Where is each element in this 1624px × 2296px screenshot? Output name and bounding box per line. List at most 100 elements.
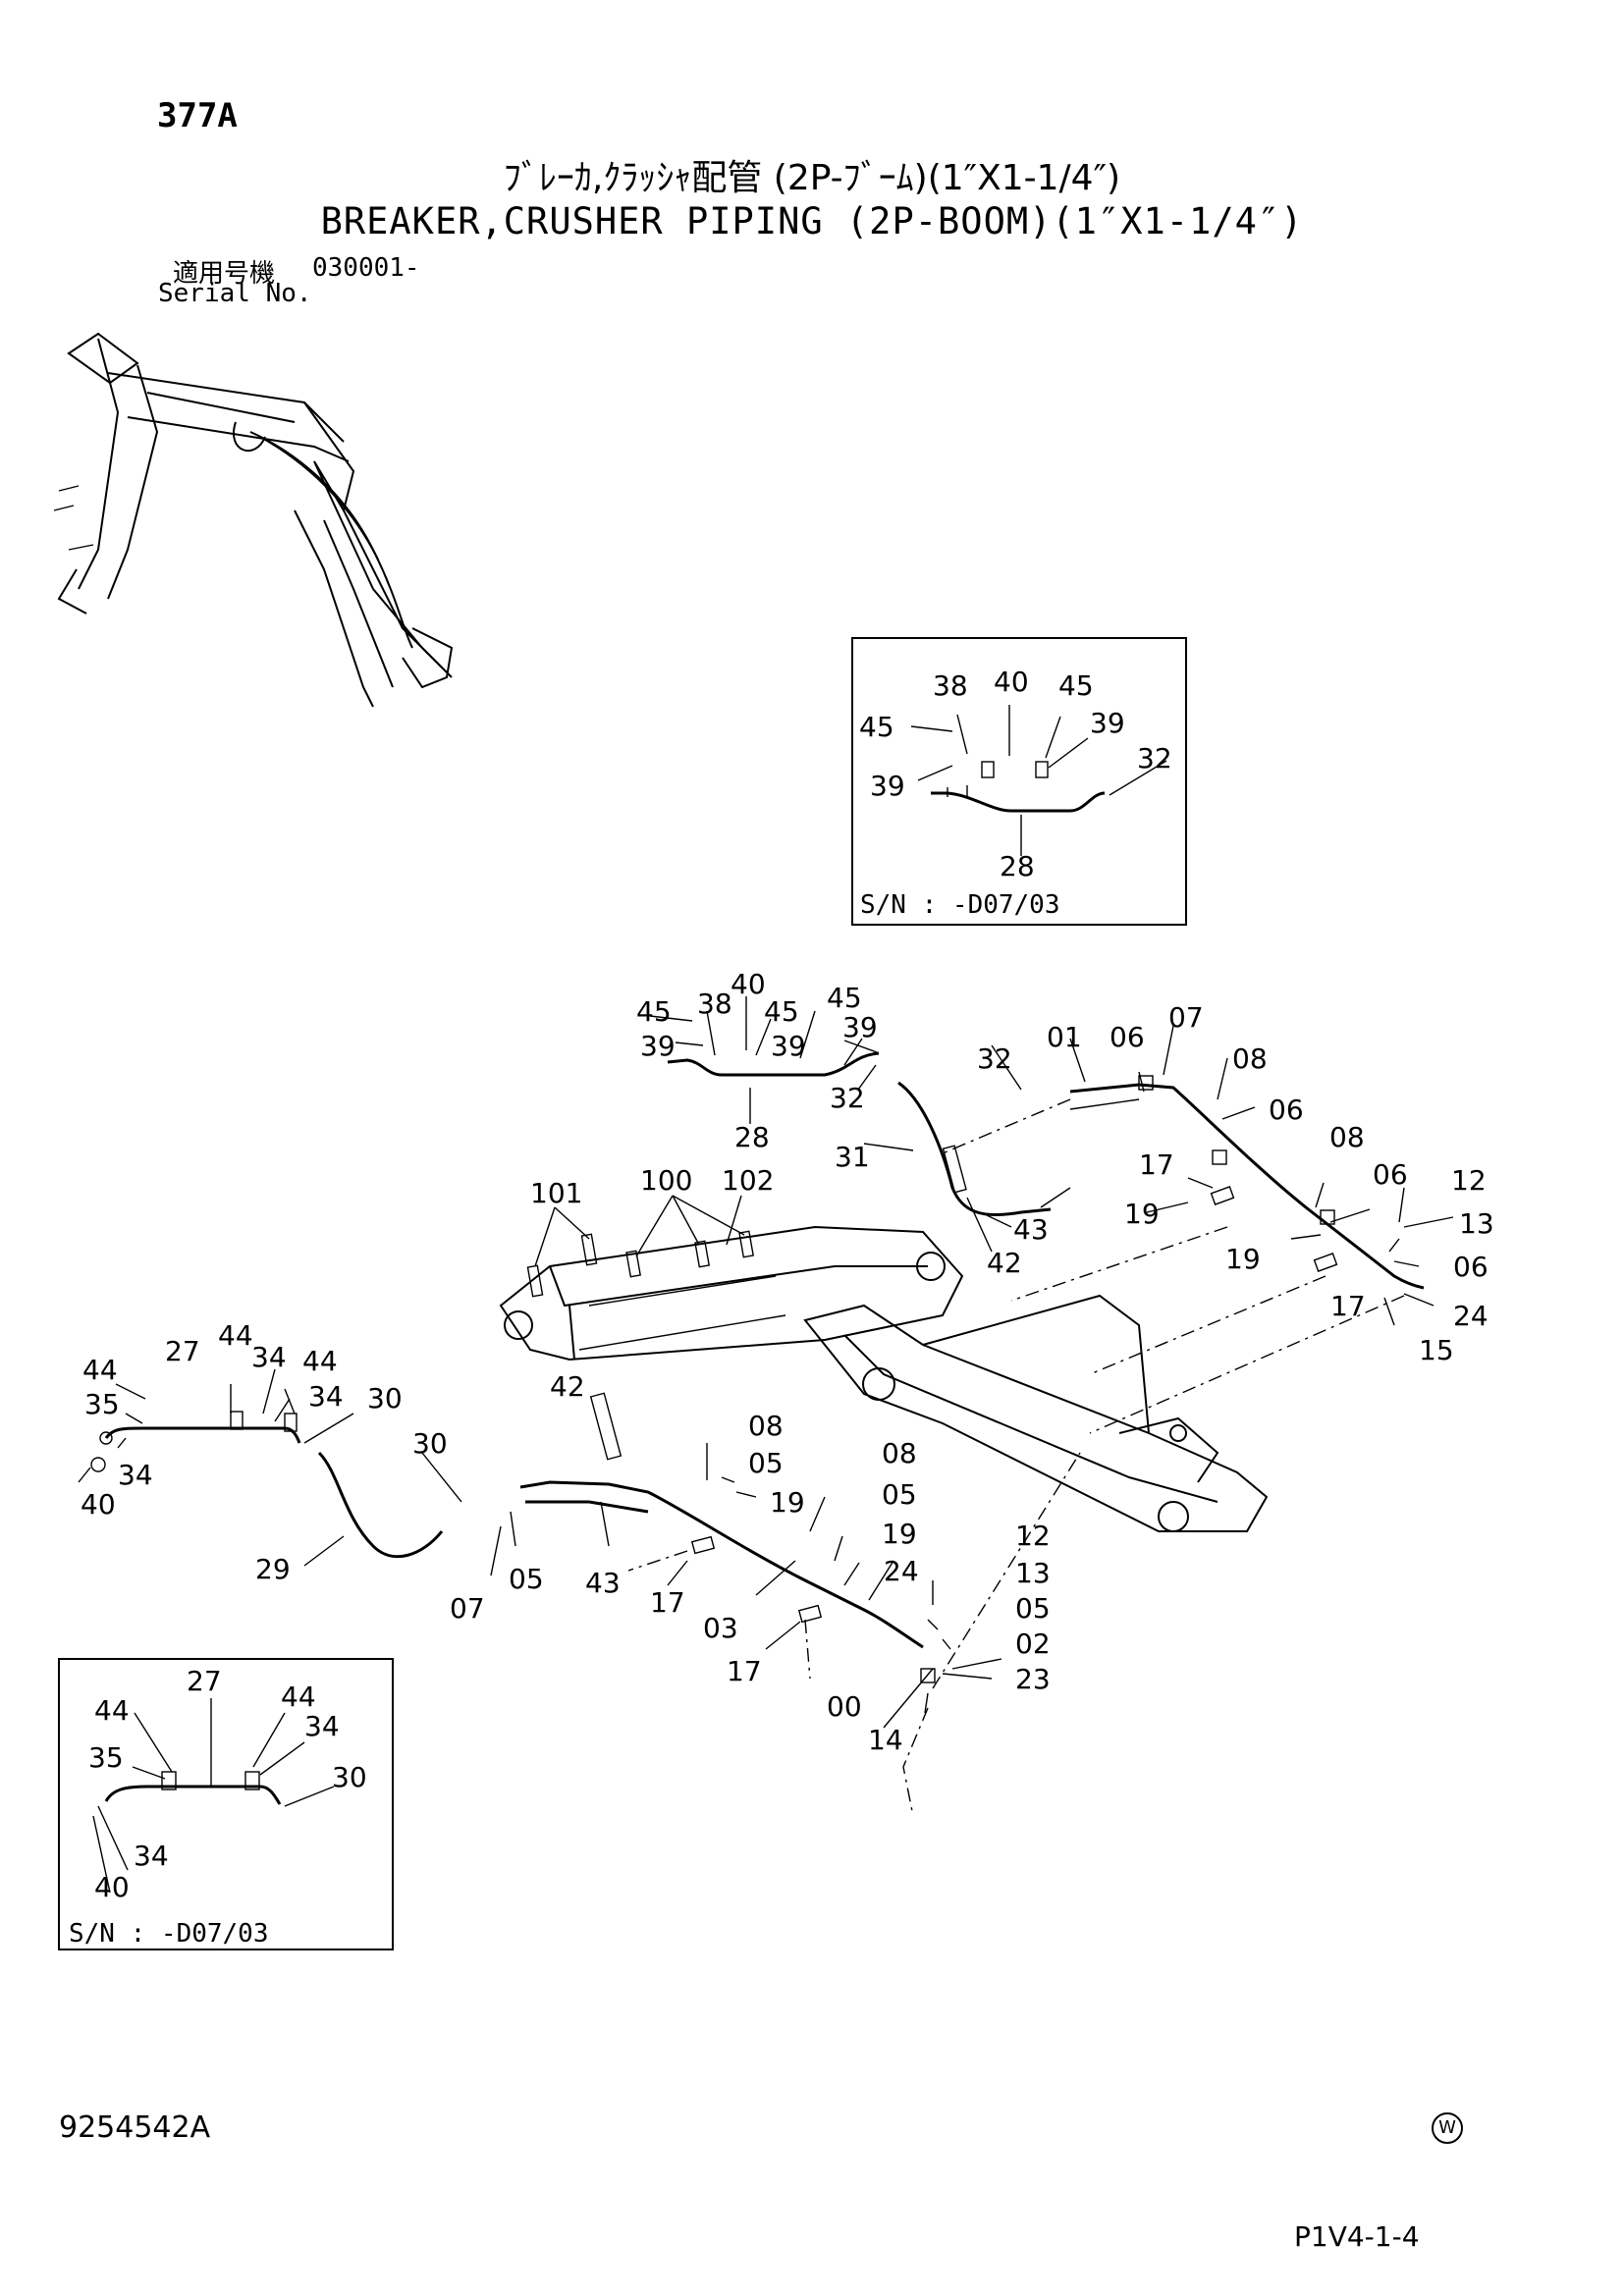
upper-pipe-assembly: 45 38 40 45 45 39 39 39 32 28 32 01 06 0…: [530, 968, 1494, 1434]
inset-top-callout-39b: 39: [870, 770, 905, 802]
inset-bottom-callout-34a: 34: [304, 1710, 340, 1742]
callout-08c: 08: [748, 1410, 784, 1442]
callout-45b: 45: [764, 995, 799, 1028]
boom-structure: [499, 1225, 1269, 1532]
callout-24b: 24: [884, 1555, 919, 1587]
callout-102: 102: [722, 1164, 774, 1197]
callout-29: 29: [255, 1553, 291, 1585]
callout-34b: 34: [308, 1380, 344, 1413]
callout-06c: 06: [1373, 1158, 1408, 1191]
callout-24a: 24: [1453, 1300, 1489, 1332]
callout-31: 31: [835, 1141, 870, 1173]
maker-mark-icon: W: [1432, 2112, 1463, 2144]
callout-13b: 13: [1015, 1557, 1051, 1589]
callout-32a: 32: [830, 1082, 865, 1114]
callout-19d: 19: [882, 1518, 917, 1550]
callout-38: 38: [697, 988, 732, 1020]
inset-bottom-callout-30: 30: [332, 1761, 367, 1793]
callout-19c: 19: [770, 1486, 805, 1519]
inset-top-callout-39a: 39: [1090, 707, 1125, 739]
callout-08a: 08: [1232, 1042, 1268, 1075]
callout-05a: 05: [748, 1447, 784, 1479]
inset-bottom-callout-35: 35: [88, 1741, 124, 1774]
callout-43b: 43: [585, 1567, 621, 1599]
callout-39b: 39: [640, 1030, 676, 1062]
callout-40: 40: [81, 1488, 116, 1521]
inset-bottom-callout-34b: 34: [134, 1840, 169, 1872]
title-english: BREAKER,CRUSHER PIPING (2P-BOOM)(1″X1-1/…: [320, 200, 1304, 242]
left-pipe-assembly: 44 27 44 34 44 35 34 30 34 40 30 29: [78, 1319, 462, 1585]
callout-28: 28: [734, 1121, 770, 1153]
inset-top-callout-40: 40: [994, 666, 1029, 698]
callout-39c: 39: [771, 1030, 806, 1062]
callout-02: 02: [1015, 1628, 1051, 1660]
callout-17c: 17: [650, 1586, 685, 1619]
inset-bottom-serial-note: S/N : -D07/03: [69, 1919, 269, 1949]
callout-35: 35: [84, 1388, 120, 1420]
callout-19a: 19: [1124, 1198, 1160, 1230]
callout-17d: 17: [727, 1655, 762, 1687]
callout-30b: 30: [412, 1427, 448, 1460]
inset-bottom-callout-27: 27: [187, 1665, 222, 1697]
callout-00: 00: [827, 1690, 862, 1723]
callout-12a: 12: [1451, 1164, 1487, 1197]
callout-23: 23: [1015, 1663, 1051, 1695]
callout-15: 15: [1419, 1334, 1454, 1366]
callout-05c: 05: [509, 1563, 544, 1595]
callout-07b: 07: [450, 1592, 485, 1625]
inset-bottom-callout-40: 40: [94, 1871, 130, 1903]
callout-45a: 45: [636, 995, 672, 1028]
callout-08d: 08: [882, 1437, 917, 1469]
callout-44b: 44: [218, 1319, 253, 1352]
callout-06d: 06: [1453, 1251, 1489, 1283]
callout-40: 40: [731, 968, 766, 1000]
callout-08b: 08: [1329, 1121, 1365, 1153]
inset-top-serial-note: S/N : -D07/03: [860, 890, 1060, 920]
title-japanese: ﾌﾞﾚｰｶ,ｸﾗｯｼｬ配管 (2P-ﾌﾞｰﾑ)(1″X1-1/4″): [503, 158, 1121, 198]
callout-42b: 42: [550, 1370, 585, 1403]
callout-17a: 17: [1139, 1148, 1174, 1181]
callout-07a: 07: [1168, 1001, 1204, 1034]
inset-top-callout-45b: 45: [859, 711, 894, 743]
inset-top-callout-45a: 45: [1058, 669, 1094, 702]
callout-45c: 45: [827, 982, 862, 1014]
callout-100: 100: [640, 1164, 692, 1197]
callout-101: 101: [530, 1177, 582, 1209]
inset-top-callout-28: 28: [1000, 850, 1035, 882]
callout-01: 01: [1047, 1021, 1082, 1053]
serial-label-japanese: 適用号機: [173, 259, 276, 289]
callout-19b: 19: [1225, 1243, 1261, 1275]
callout-42a: 42: [987, 1247, 1022, 1279]
serial-value: 030001-: [312, 253, 420, 283]
callout-34a: 34: [251, 1341, 287, 1373]
callout-13a: 13: [1459, 1207, 1494, 1240]
callout-34c: 34: [118, 1459, 153, 1491]
lower-pipe-run: 42 08 05 19 08 05 19 07 05 43 17 03 24 1…: [450, 1370, 1081, 1817]
inset-top: 38 40 45 45 39 39 32 28 S/N : -D07/03: [851, 637, 1187, 926]
callout-17b: 17: [1330, 1290, 1366, 1322]
inset-bottom-callout-44a: 44: [94, 1694, 130, 1727]
callout-06a: 06: [1110, 1021, 1145, 1053]
callout-30a: 30: [367, 1382, 403, 1415]
callout-44c: 44: [302, 1345, 338, 1377]
callout-32b: 32: [977, 1042, 1012, 1075]
callout-12b: 12: [1015, 1520, 1051, 1552]
page-reference: P1V4-1-4: [1294, 2220, 1420, 2253]
callout-27: 27: [165, 1335, 200, 1367]
callout-03: 03: [703, 1612, 738, 1644]
callout-05d: 05: [1015, 1592, 1051, 1625]
document-id: 9254542A: [59, 2110, 211, 2145]
inset-bottom: 27 44 44 34 35 30 34 40 S/N : -D07/03: [58, 1658, 394, 1950]
callout-43a: 43: [1013, 1213, 1049, 1246]
callout-05b: 05: [882, 1478, 917, 1511]
inset-bottom-callout-44b: 44: [281, 1681, 316, 1713]
overview-excavator-sketch: [53, 332, 454, 708]
callout-39a: 39: [842, 1011, 878, 1043]
callout-44a: 44: [82, 1354, 118, 1386]
serial-label-english: Serial No.: [158, 279, 312, 308]
page-code: 377A: [157, 96, 238, 135]
inset-top-callout-38: 38: [933, 669, 968, 702]
callout-06b: 06: [1269, 1094, 1304, 1126]
callout-14: 14: [868, 1724, 903, 1756]
